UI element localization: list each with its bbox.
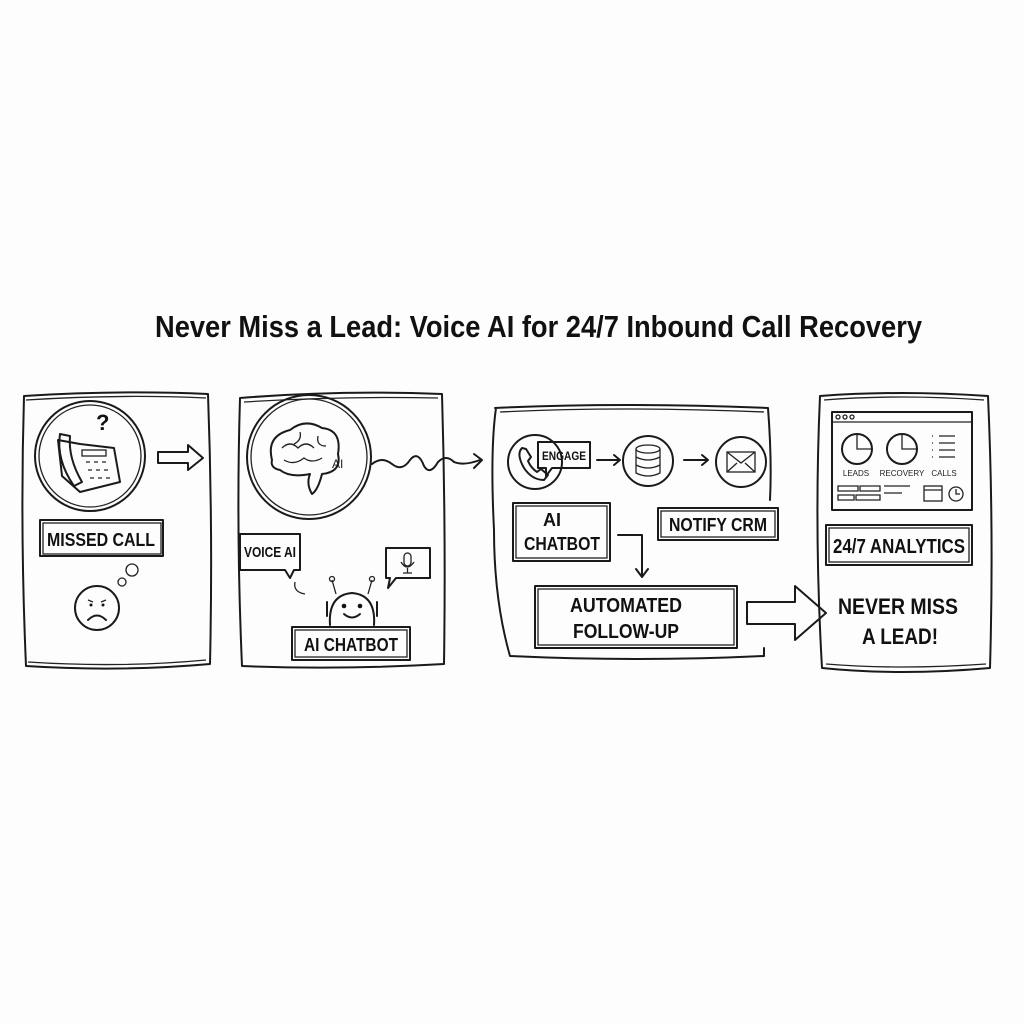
svg-text:ENGAGE: ENGAGE [542,449,586,463]
arrow-icon [683,454,709,466]
calls-list-icon [932,435,955,458]
svg-text:AI: AI [332,457,343,471]
envelope-icon [715,436,767,488]
analytics-box: 24/7 ANALYTICS [825,524,973,566]
missed-call-label: MISSED CALL [39,519,164,557]
question-mark-icon: ? [96,410,109,435]
svg-text:LEADS: LEADS [843,469,869,478]
svg-text:RECOVERY: RECOVERY [880,469,925,478]
phone-icon [507,434,563,490]
svg-text:CHATBOT: CHATBOT [524,534,600,554]
svg-text:AI CHATBOT: AI CHATBOT [304,635,398,655]
svg-text:24/7 ANALYTICS: 24/7 ANALYTICS [833,536,965,558]
elbow-arrow-icon [617,534,649,578]
svg-text:NOTIFY CRM: NOTIFY CRM [669,515,767,535]
diagram-title: Never Miss a Lead: Voice AI for 24/7 Inb… [155,309,923,344]
clock-icon [948,486,964,502]
svg-text:FOLLOW-UP: FOLLOW-UP [573,621,679,643]
microphone-icon [385,547,431,589]
outcome-line-1: NEVER MISS [838,594,958,619]
svg-text:AI: AI [543,510,561,530]
arrow-icon [596,454,621,466]
ai-chatbot-box: AI CHATBOT [512,502,611,562]
leads-chart-icon [841,433,873,465]
panel-workflow: ENGAGE AI CHATBOT NOTIFY CRM AUTOMATED F… [491,404,827,660]
notify-crm-box: NOTIFY CRM [657,507,779,541]
svg-text:VOICE AI: VOICE AI [244,544,296,561]
panel-voice-ai: AI VOICE AI AI CHATBOT [237,391,483,669]
panel-missed-call: ? MISSED CALL [21,391,213,670]
outcome-line-2: A LEAD! [862,624,938,649]
thought-bubble-icon [117,563,139,587]
big-arrow-icon [746,585,827,641]
voice-ai-bubble: VOICE AI [239,533,306,595]
ai-chatbot-label: AI CHATBOT [291,626,411,661]
automated-follow-up-box: AUTOMATED FOLLOW-UP [534,585,738,649]
robot-icon [326,575,378,626]
phone-icon [34,400,146,512]
panel-results: LEADS RECOVERY CALLS 24/7 ANALYTICS NEVE… [816,392,993,673]
wavy-arrow-icon [371,453,483,472]
svg-text:AUTOMATED: AUTOMATED [570,595,682,617]
svg-text:MISSED CALL: MISSED CALL [47,530,155,550]
recovery-chart-icon [886,433,918,465]
right-arrow-icon [157,444,204,471]
dashboard-window: LEADS RECOVERY CALLS [831,411,973,511]
database-icon [622,435,674,487]
sad-face-icon [74,585,120,631]
svg-text:CALLS: CALLS [931,469,956,478]
calendar-icon [923,485,943,502]
engage-bubble: ENGAGE [537,441,591,477]
brain-icon: AI [246,394,372,520]
